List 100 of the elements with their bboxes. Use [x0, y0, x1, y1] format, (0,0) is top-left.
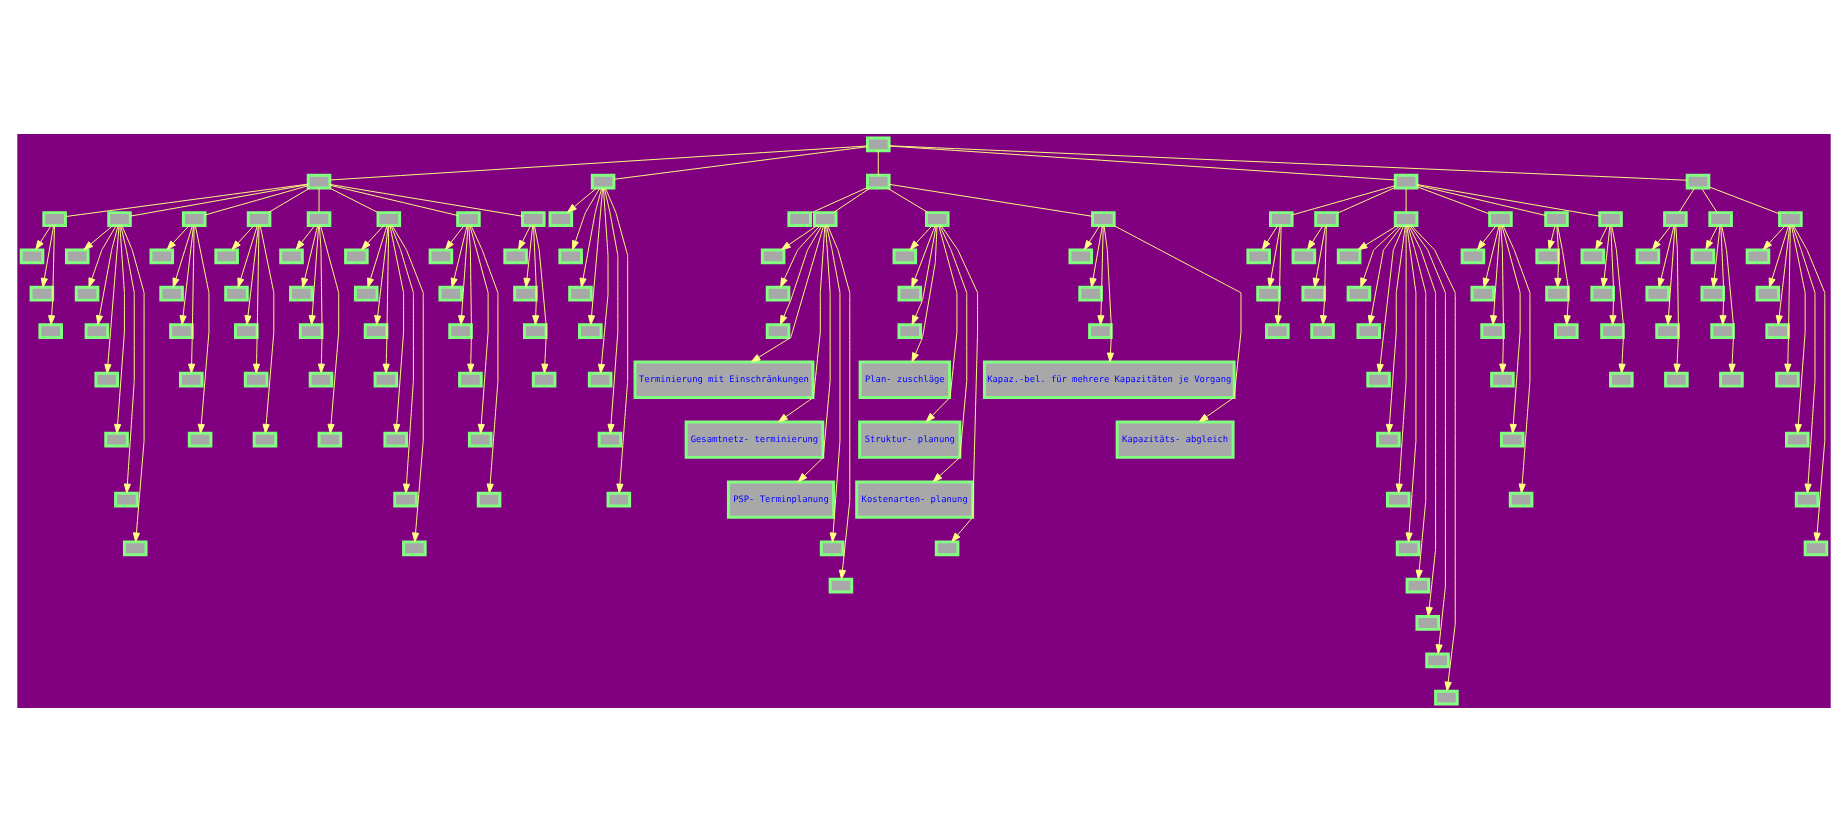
connector: [204, 184, 309, 215]
node-box: [1291, 247, 1317, 264]
arrow: [597, 186, 609, 373]
node-box: [308, 370, 334, 387]
arrow: [1408, 224, 1437, 616]
arrow: [750, 224, 825, 362]
arrow: [301, 224, 319, 287]
arrow: [458, 224, 469, 325]
node-box: [1346, 284, 1372, 301]
arrow: [932, 224, 968, 482]
arrow: [35, 224, 52, 250]
node-box: [456, 210, 481, 226]
node-box: [1580, 247, 1606, 264]
node-box: [317, 430, 343, 447]
connector: [833, 186, 871, 212]
arrow: [382, 224, 390, 373]
node-box: [363, 322, 389, 338]
connector: [1416, 183, 1546, 215]
arrow: [1791, 224, 1806, 433]
node-box: [1490, 370, 1515, 387]
arrow: [909, 224, 933, 250]
node-box: [934, 539, 960, 556]
arrow: [121, 224, 145, 542]
node-box: [353, 284, 379, 301]
node-box: [252, 430, 278, 447]
node-box: [503, 247, 528, 264]
arrow: [244, 224, 259, 325]
arrow: [533, 224, 549, 373]
arrow: [231, 224, 255, 250]
arrow: [1312, 224, 1326, 287]
node-box: [1554, 322, 1579, 338]
node-box: [428, 247, 454, 264]
node-box: [1664, 370, 1689, 387]
node-box: [107, 210, 132, 226]
node-box: [1488, 210, 1513, 226]
node-box: [1775, 370, 1800, 387]
node-box: [306, 172, 332, 189]
node-box: [1415, 614, 1440, 630]
node-box: [1663, 210, 1688, 226]
arrow: [1097, 224, 1105, 325]
node-box: [1635, 247, 1661, 264]
arrow: [1407, 224, 1427, 579]
node-box: [1700, 284, 1726, 301]
node-box: [373, 370, 399, 387]
arrow: [1084, 224, 1101, 250]
node-box: [38, 322, 63, 338]
arrow: [911, 224, 938, 362]
node-box: [1265, 322, 1290, 338]
node-box: [787, 210, 812, 226]
connector: [888, 144, 1396, 180]
arrow: [1557, 224, 1571, 325]
connector: [1678, 186, 1695, 212]
node-box: [1645, 284, 1670, 301]
node-box: [1256, 284, 1281, 301]
arrow: [390, 224, 414, 493]
arrow: [1609, 224, 1617, 325]
node-box: [828, 576, 854, 593]
arrow: [1719, 224, 1727, 325]
node-box: [1376, 430, 1401, 447]
arrow: [1410, 224, 1456, 691]
node-box: [74, 284, 100, 301]
arrow: [1501, 224, 1521, 433]
arrow: [780, 224, 818, 250]
node-box: [1460, 247, 1486, 264]
node-box: [114, 490, 139, 507]
node-box: [402, 539, 427, 556]
node-box: [597, 430, 623, 447]
arrow: [469, 224, 489, 433]
node-box: [1755, 284, 1781, 301]
node-box: [1785, 430, 1810, 447]
arrow: [48, 224, 56, 325]
connector: [1416, 183, 1600, 216]
node-box: [159, 284, 184, 301]
node-box: [84, 322, 110, 338]
arrow: [1385, 224, 1406, 433]
arrow: [1547, 224, 1556, 250]
arrow: [467, 224, 475, 373]
arrow: [1376, 224, 1405, 373]
node-box: [1269, 210, 1294, 226]
node-box: [760, 247, 786, 264]
connector: [329, 144, 868, 180]
node-box: [181, 210, 207, 226]
node-box: [1068, 247, 1094, 264]
arrow: [1357, 224, 1398, 250]
node-box: [1078, 284, 1103, 301]
node-box: [866, 172, 891, 189]
node-box: [819, 539, 845, 556]
arrow: [1405, 224, 1417, 542]
node-box: [1719, 370, 1744, 387]
node-box: [1356, 322, 1382, 338]
node-box: [224, 284, 249, 301]
node-box: [1366, 370, 1391, 387]
node-box: [104, 430, 129, 447]
arrow: [518, 224, 532, 250]
node-box: [866, 135, 891, 152]
arrow: [1673, 224, 1681, 373]
node-box: [1314, 210, 1339, 226]
node-box: [234, 322, 259, 338]
arrow: [320, 224, 340, 433]
node-box: [606, 490, 632, 507]
